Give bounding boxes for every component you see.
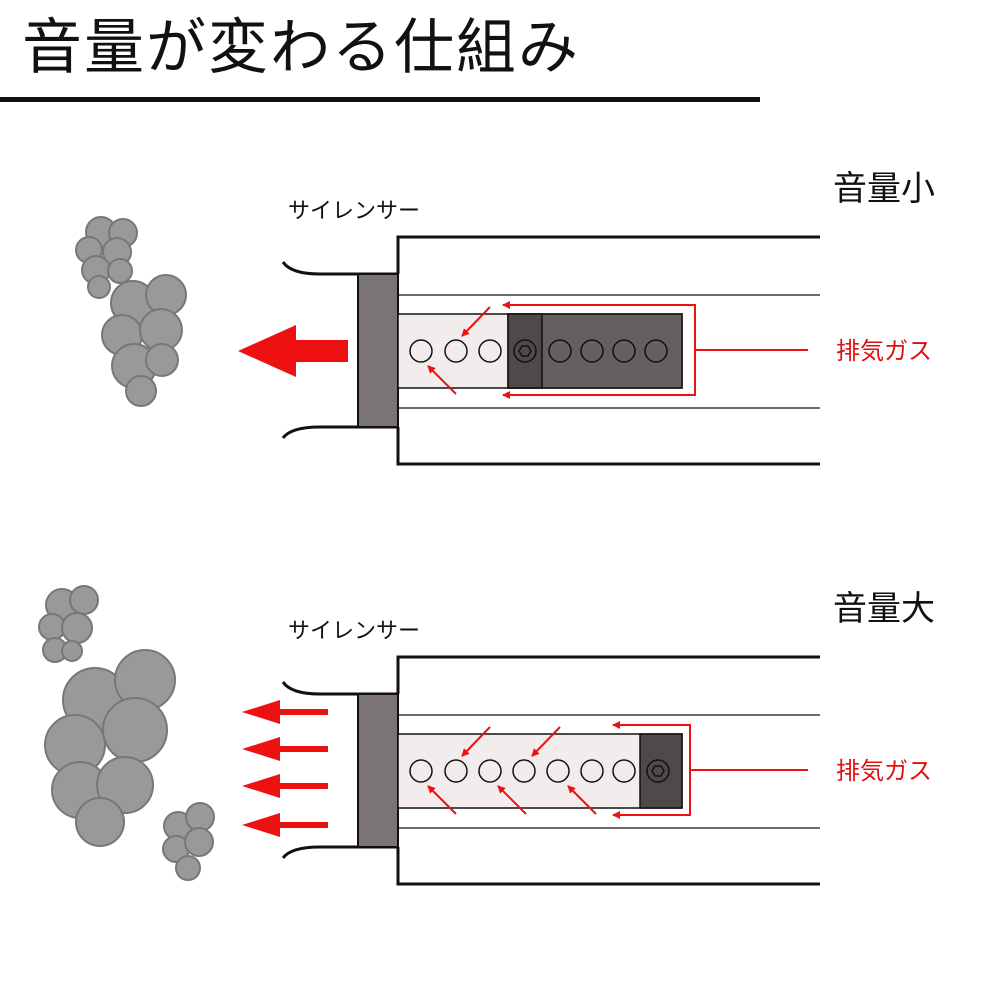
volume-label-large: 音量大 xyxy=(833,589,935,629)
hex-bolt-icon xyxy=(513,339,537,363)
inner-guide-lines-large xyxy=(398,714,820,829)
hole-open xyxy=(409,759,433,783)
inner-guide-lines-small xyxy=(398,294,820,409)
gas-label-large: 排気ガス xyxy=(836,757,932,785)
hole-open xyxy=(546,759,570,783)
holes-open-large xyxy=(409,759,636,783)
exhaust-arrow-icon xyxy=(242,737,328,761)
hole-closed xyxy=(548,339,572,363)
hex-bolt-icon xyxy=(646,759,670,783)
hole-open xyxy=(478,759,502,783)
hole-open xyxy=(444,759,468,783)
silencer-label-large: サイレンサー xyxy=(288,619,420,644)
hole-closed xyxy=(644,339,668,363)
bolt-block-large xyxy=(639,733,683,809)
silencer-endcap-large xyxy=(357,693,399,848)
gas-label-small: 排気ガス xyxy=(836,337,932,365)
hole-open xyxy=(444,339,468,363)
smoke-cloud-large-top xyxy=(38,585,99,663)
outer-pipe-small xyxy=(396,235,820,466)
panel-volume-large: 音量大 サイレンサー xyxy=(38,585,935,886)
page-title: 音量が変わる仕組み xyxy=(22,13,580,83)
hole-open xyxy=(409,339,433,363)
hole-closed xyxy=(612,339,636,363)
exhaust-arrow-icon xyxy=(242,774,328,798)
outlet-flare-large xyxy=(281,681,398,859)
smoke-cloud-small-lower xyxy=(101,274,187,407)
title-underline xyxy=(0,97,760,102)
exhaust-arrow-icon xyxy=(242,700,328,724)
exhaust-arrows-large xyxy=(242,700,328,837)
volume-label-small: 音量小 xyxy=(833,169,935,209)
bolt-block-small xyxy=(507,313,543,389)
silencer-endcap-small xyxy=(357,273,399,428)
holes-closed-small xyxy=(548,339,668,363)
hole-open xyxy=(580,759,604,783)
exhaust-arrow-icon xyxy=(238,325,348,377)
holes-open-small xyxy=(409,339,502,363)
outer-pipe-large xyxy=(396,655,820,886)
smoke-cloud-small-upper xyxy=(75,216,138,299)
smoke-cloud-large-main xyxy=(44,649,176,847)
panel-volume-small: 音量小 サイレンサー xyxy=(75,169,935,466)
hole-open xyxy=(478,339,502,363)
outlet-flare-small xyxy=(281,261,398,439)
hole-open xyxy=(512,759,536,783)
gas-flow-path-large xyxy=(427,721,808,819)
hole-closed xyxy=(580,339,604,363)
smoke-cloud-large-small xyxy=(162,802,215,881)
hole-open xyxy=(612,759,636,783)
gas-flow-path-small xyxy=(427,301,808,399)
silencer-label-small: サイレンサー xyxy=(288,199,420,224)
exhaust-arrow-icon xyxy=(242,813,328,837)
